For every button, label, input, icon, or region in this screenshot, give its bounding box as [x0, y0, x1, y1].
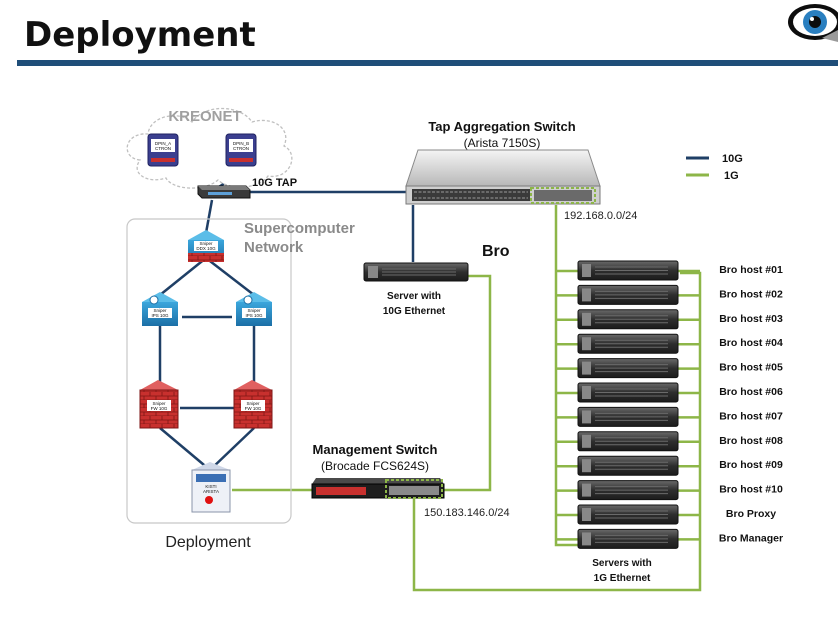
- mgmt-switch-title: Management Switch: [313, 442, 438, 457]
- bro-host-server: [556, 504, 700, 525]
- svg-text:Sniper: Sniper: [199, 241, 213, 246]
- svg-text:IPS 10G: IPS 10G: [151, 313, 169, 318]
- title-underline: [17, 60, 838, 66]
- links-1g: [232, 205, 702, 592]
- svg-text:DDX 10G: DDX 10G: [196, 246, 216, 251]
- bro-host-server: [556, 455, 700, 476]
- eye-logo-icon: [788, 4, 838, 42]
- svg-text:FW 10G: FW 10G: [245, 406, 262, 411]
- bro-host-server: [556, 309, 700, 330]
- dpin-a-device: DPIN_A CTRON: [147, 133, 179, 167]
- tap-switch-model: (Arista 7150S): [464, 136, 541, 150]
- tap-subnet: 192.168.0.0/24: [564, 210, 637, 222]
- bro-server-caption-2: 10G Ethernet: [383, 306, 446, 317]
- svg-text:CTRON: CTRON: [233, 146, 249, 151]
- firewall-right-device: Sniper FW 10G: [233, 380, 273, 429]
- bro-host-server: [556, 382, 700, 403]
- firewall-left-device: Sniper FW 10G: [139, 380, 179, 429]
- tap-device: 10G TAP: [197, 177, 297, 199]
- deployment-caption: Deployment: [165, 534, 251, 551]
- kreonet-cloud: KREONET: [126, 108, 293, 189]
- mgmt-switch-model: (Brocade FCS624S): [321, 459, 429, 473]
- svg-text:KISTI: KISTI: [205, 484, 216, 489]
- legend-10g-label: 10G: [722, 153, 743, 165]
- bro-host-label: Bro host #07: [719, 410, 783, 422]
- ips-right-device: Sniper IPS 10G: [236, 292, 272, 326]
- bro-host-label: Bro host #06: [719, 386, 783, 398]
- bro-host-label: Bro host #05: [719, 362, 783, 374]
- bro-host-label: Bro host #03: [719, 313, 783, 325]
- bro-host-label: Bro host #08: [719, 435, 783, 447]
- tap-aggregation-switch: [405, 149, 601, 205]
- bro-host-server: [556, 406, 700, 427]
- svg-text:Sniper: Sniper: [247, 308, 261, 313]
- svg-text:Sniper: Sniper: [153, 308, 167, 313]
- supercomputer-label: Supercomputer: [244, 220, 355, 237]
- bro-host-server: [556, 480, 700, 501]
- links-10g: [158, 151, 415, 471]
- servers-caption-1: Servers with: [592, 558, 651, 569]
- bro-heading: Bro: [482, 243, 510, 260]
- svg-text:ARISTA: ARISTA: [203, 489, 219, 494]
- bro-host-server: [556, 333, 700, 354]
- bro-host-label: Bro host #01: [719, 264, 783, 276]
- bro-host-label: Bro Manager: [719, 532, 783, 544]
- svg-text:Sniper: Sniper: [152, 401, 166, 406]
- mgmt-subnet: 150.183.146.0/24: [424, 507, 510, 519]
- servers-caption-2: 1G Ethernet: [594, 573, 651, 584]
- svg-text:FW 10G: FW 10G: [151, 406, 168, 411]
- management-switch: [311, 478, 445, 499]
- bro-host-label: Bro host #09: [719, 459, 783, 471]
- bro-host-server: [556, 358, 700, 379]
- svg-text:Sniper: Sniper: [246, 401, 260, 406]
- ips-left-device: Sniper IPS 10G: [142, 292, 178, 326]
- bro-host-label: Bro host #04: [719, 337, 783, 349]
- legend-1g-label: 1G: [724, 170, 739, 182]
- svg-text:IPS 10G: IPS 10G: [245, 313, 263, 318]
- legend: 10G 1G: [686, 153, 743, 182]
- bro-host-server: [556, 284, 700, 305]
- tap-label: 10G TAP: [252, 177, 297, 189]
- bro-host-label: Bro Proxy: [726, 508, 776, 520]
- bro-host-server: [556, 260, 700, 281]
- svg-text:DPIN_A: DPIN_A: [155, 141, 171, 146]
- ddx-device: Sniper DDX 10G: [188, 230, 224, 262]
- bro-host-label: Bro host #10: [719, 484, 783, 496]
- svg-text:DPIN_B: DPIN_B: [233, 141, 249, 146]
- bro-host-server: [556, 431, 700, 452]
- bro-host-server: [556, 528, 700, 549]
- bro-host-label: Bro host #02: [719, 288, 783, 300]
- bro-10g-server: [363, 262, 469, 282]
- network-label: Network: [244, 239, 304, 256]
- arista-router-device: KISTI ARISTA: [191, 462, 231, 513]
- supercomputer-network-box: [126, 218, 292, 524]
- bro-server-caption-1: Server with: [387, 291, 441, 302]
- kreonet-label: KREONET: [168, 108, 241, 125]
- page-title: Deployment: [24, 15, 256, 55]
- dpin-b-device: DPIN_B CTRON: [225, 133, 257, 167]
- svg-text:CTRON: CTRON: [155, 146, 171, 151]
- tap-switch-title: Tap Aggregation Switch: [428, 119, 575, 134]
